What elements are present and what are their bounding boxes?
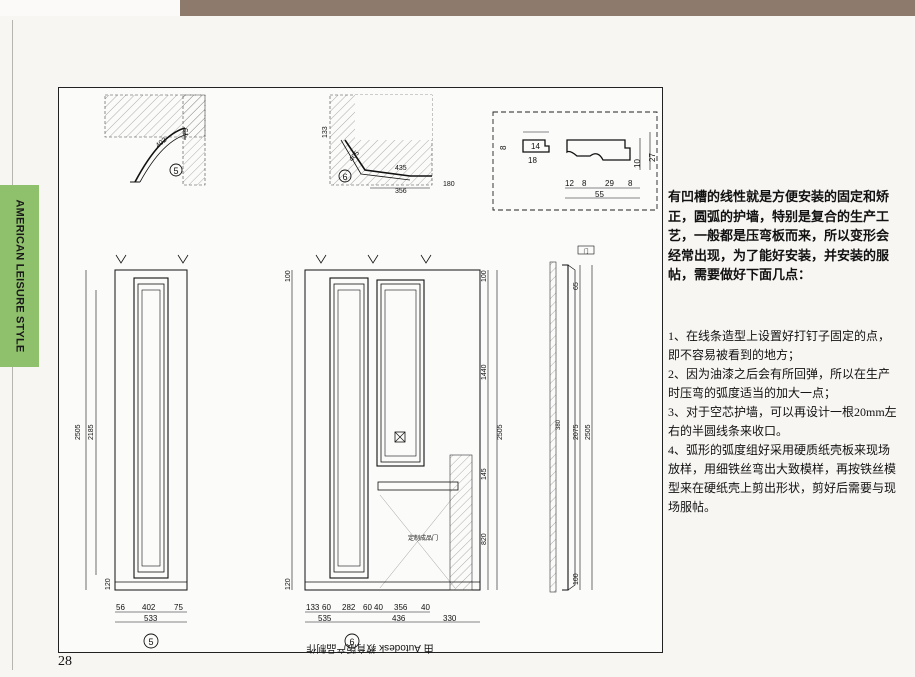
intro-paragraph: 有凹槽的线性就是方便安装的固定和矫正，圆弧的护墙，特别是复合的生产工艺，一般都是… <box>668 189 890 282</box>
elev2-dim-60b: 60 <box>363 603 372 612</box>
section-side-tab: AMERICAN LEISURE STYLE <box>0 185 39 367</box>
elev1-dim-2185: 2185 <box>88 424 95 440</box>
plan-detail-2: 6 133 405 435 356 180 <box>322 94 455 195</box>
page-top-band <box>0 0 915 16</box>
profile-dim-12: 12 <box>565 179 574 188</box>
tips-list: 1、在线条造型上设置好打钉子固定的点，即不容易被看到的地方； 2、因为油漆之后会… <box>668 327 900 517</box>
elev1-dim-120: 120 <box>105 578 112 590</box>
elev1-dim-533: 533 <box>144 614 158 623</box>
elev2-dim-356: 356 <box>394 603 408 612</box>
callout-5-marker <box>169 163 183 177</box>
elev1-dim-2505: 2505 <box>75 424 82 440</box>
profile-dim-8b: 8 <box>582 179 587 188</box>
elev2-dim-535: 535 <box>318 614 332 623</box>
plan1-dim-75: 75 <box>183 128 190 136</box>
elev2-dim-436: 436 <box>392 614 406 623</box>
wall-section: 门 2075 2505 380 100 65 <box>549 245 595 593</box>
elev2-callout-text: 6 <box>349 637 354 647</box>
header-color-strip <box>180 0 915 16</box>
tip-item-3: 3、对于空芯护墙，可以再设计一根20mm左右的半圆线条来收口。 <box>668 404 897 438</box>
elev1-dim-56: 56 <box>116 603 125 612</box>
autodesk-watermark: 由 Autodesk 教育版产品制作 <box>306 642 433 655</box>
plan2-dim-133: 133 <box>322 126 329 138</box>
elevation-2: 定制成品门 100 120 100 1440 2505 145 820 133 … <box>285 254 504 655</box>
profile-dim-27: 27 <box>648 153 657 162</box>
profile-dim-14: 14 <box>531 142 540 151</box>
elev2-dim-133: 133 <box>306 603 320 612</box>
elev2-dim-100-left: 100 <box>285 270 292 282</box>
elev2-dim-282: 282 <box>342 603 356 612</box>
elev2-dim-330: 330 <box>443 614 457 623</box>
callout-5-text: 5 <box>173 166 178 176</box>
section-dim-2505: 2505 <box>585 424 592 440</box>
profile-dim-10: 10 <box>633 159 642 168</box>
moulding-profile-detail: 8 14 18 27 10 12 8 29 8 55 <box>492 111 658 211</box>
profile-dim-55: 55 <box>595 190 604 199</box>
elev2-dim-100-right: 100 <box>481 270 488 282</box>
section-dim-65: 65 <box>573 282 580 290</box>
elev2-callout-marker <box>344 633 360 649</box>
elev2-dim-60a: 60 <box>322 603 331 612</box>
plan2-dim-180: 180 <box>443 181 455 188</box>
tip-item-1: 1、在线条造型上设置好打钉子固定的点，即不容易被看到的地方； <box>668 328 891 362</box>
callout-6-text: 6 <box>342 172 347 182</box>
plan2-dim-435: 435 <box>395 165 407 172</box>
callout-6-marker <box>338 169 352 183</box>
page-number: 28 <box>58 654 72 669</box>
profile-dim-18: 18 <box>528 156 537 165</box>
elev2-dim-40b: 40 <box>421 603 430 612</box>
elev1-callout-text: 5 <box>148 637 153 647</box>
profile-dim-29: 29 <box>605 179 614 188</box>
profile-dim-8: 8 <box>499 145 508 150</box>
elev2-dim-820: 820 <box>481 533 488 545</box>
elev2-dim-120-left: 120 <box>285 578 292 590</box>
plan2-dim-356: 356 <box>395 188 407 195</box>
elev2-dim-145: 145 <box>481 468 488 480</box>
elevation-1: 2505 2185 120 56 402 75 533 5 <box>75 254 189 649</box>
body-text: 有凹槽的线性就是方便安装的固定和矫正，圆弧的护墙，特别是复合的生产工艺，一般都是… <box>668 187 900 517</box>
section-dim-2075: 2075 <box>573 424 580 440</box>
elev1-dim-75: 75 <box>174 603 183 612</box>
section-dim-380: 380 <box>556 419 562 430</box>
section-dim-100: 100 <box>573 573 580 585</box>
elev2-dim-1440: 1440 <box>481 364 488 380</box>
elev1-callout-marker <box>143 633 159 649</box>
tip-item-2: 2、因为油漆之后会有所回弹，所以在生产时压弯的弧度适当的加大一点； <box>668 366 891 400</box>
elev2-dim-40a: 40 <box>374 603 383 612</box>
inner-label: 定制成品门 <box>408 534 438 542</box>
elev2-dim-2505: 2505 <box>497 424 504 440</box>
profile-dim-8c: 8 <box>628 179 633 188</box>
section-tag-label: 门 <box>583 248 588 255</box>
plan-detail-1: 5 402 75 <box>104 94 206 186</box>
tip-item-4: 4、弧形的弧度组好采用硬质纸壳板来现场放样，用细铁丝弯出大致模样，再按铁丝模型来… <box>668 442 897 514</box>
door-lock-symbol <box>394 431 406 443</box>
elev1-dim-402: 402 <box>142 603 156 612</box>
